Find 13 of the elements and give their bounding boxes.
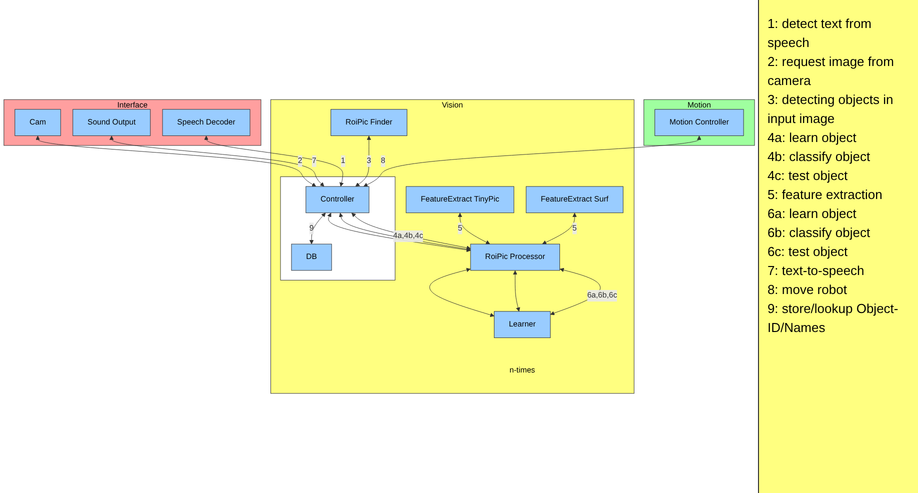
- legend-note: 7: text-to-speech: [767, 262, 866, 280]
- legend-note: 6b: classify object: [767, 224, 872, 242]
- legend-note: 4c: test object: [767, 167, 849, 185]
- legend-note: 2: request image from camera: [767, 53, 895, 90]
- legend-note: 5: feature extraction: [767, 186, 884, 204]
- legend-note: 8: move robot: [767, 281, 848, 299]
- legend-note: 3: detecting objects in input image: [767, 91, 894, 128]
- legend-note: 4a: learn object: [767, 129, 858, 147]
- legend-note: 4b: classify object: [767, 148, 872, 166]
- legend-note: 6c: test object: [767, 243, 849, 261]
- legend-note: 6a: learn object: [767, 205, 858, 223]
- legend-note: 9: store/lookup Object-ID/Names: [767, 300, 900, 337]
- legend-note: 1: detect text from speech: [767, 15, 872, 52]
